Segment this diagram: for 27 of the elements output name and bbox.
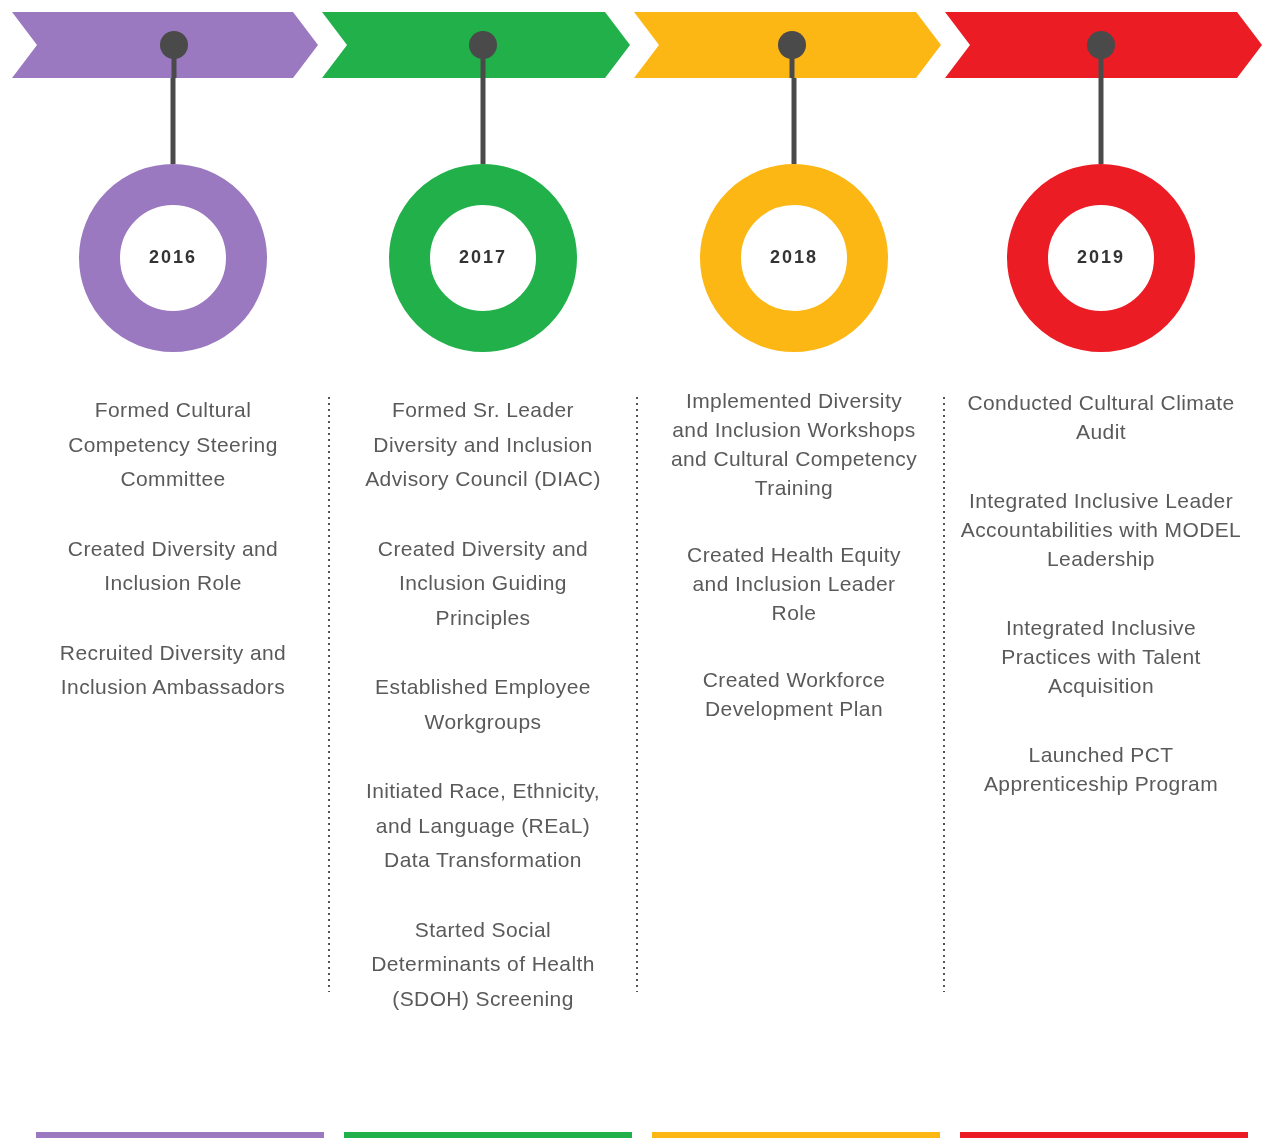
milestone-text: Created Diversity and Inclusion Role — [66, 535, 280, 596]
milestone-text: Recruited Diversity and Inclusion Ambassadors — [58, 639, 288, 700]
timeline-band-segment — [634, 12, 941, 78]
milestone-text: Formed Cultural Competency Steering Committee — [67, 397, 279, 492]
timeline-band-segment — [12, 12, 318, 78]
connector-line — [170, 78, 176, 164]
milestone-text: Implemented Diversity and Inclusion Workshops and Cultural Competency Training — [669, 388, 919, 501]
connector-line — [791, 78, 797, 164]
milestone-text: Integrated Inclusive Practices with Talent Acquisition — [1000, 615, 1202, 699]
milestone-text: Launched PCT Apprenticeship Program — [982, 742, 1220, 797]
milestone-text: Formed Sr. Leader Diversity and Inclusion Advisory Council (DIAC) — [364, 397, 602, 492]
milestone-text: Created Diversity and Inclusion Guiding Principles — [376, 535, 590, 631]
connector-line — [1098, 78, 1104, 164]
connector-line — [480, 78, 486, 164]
timeline-band-segment — [945, 12, 1262, 78]
milestone-text: Created Health Equity and Inclusion Leader Role — [686, 542, 902, 626]
milestone-text: Started Social Determinants of Health (SDOH) Screening — [370, 916, 596, 1012]
year-label: 2016 — [147, 247, 198, 268]
timeline-band-segment — [322, 12, 630, 78]
year-label: 2018 — [768, 247, 819, 268]
milestone-text: Integrated Inclusive Leader Accountabilities with MODEL Leadership — [960, 488, 1242, 572]
milestone-text: Conducted Cultural Climate Audit — [966, 390, 1236, 445]
milestone-text: Established Employee Workgroups — [374, 674, 592, 735]
year-label: 2019 — [1075, 247, 1126, 268]
year-label: 2017 — [457, 247, 508, 268]
milestone-text: Created Workforce Development Plan — [701, 667, 887, 722]
milestone-text: Initiated Race, Ethnicity, and Language (REaL) Data Transformation — [364, 778, 602, 873]
